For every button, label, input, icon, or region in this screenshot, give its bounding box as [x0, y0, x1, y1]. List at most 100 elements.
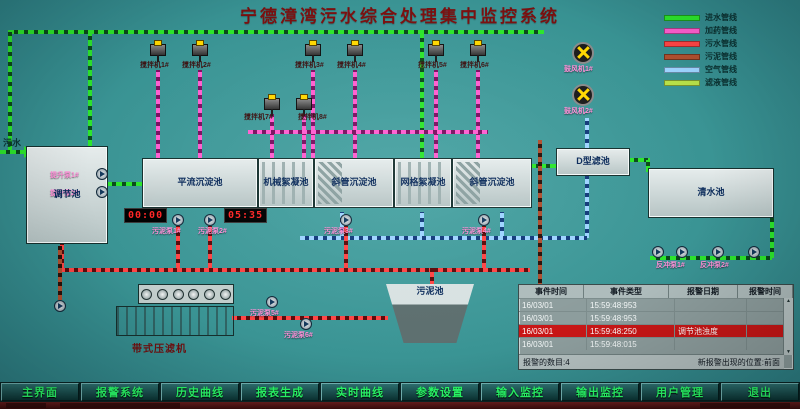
pump-icon[interactable] — [676, 246, 688, 258]
legend-swatch-sewage — [664, 40, 700, 47]
tank-horizontal-sedimentation: 平流沉淀池 — [142, 158, 258, 208]
button-alarm-system[interactable]: 报警系统 — [81, 383, 159, 401]
tank-grid-flocculation: 网格絮凝池 — [394, 158, 452, 208]
blower-icon[interactable] — [572, 42, 594, 64]
mixer-icon[interactable] — [305, 40, 321, 62]
alarm-cell-time: 15:59:48:953 — [587, 312, 675, 324]
tank-label: 污泥池 — [416, 286, 444, 296]
button-report-generate[interactable]: 报表生成 — [241, 383, 319, 401]
pipe-regtank-feed — [88, 34, 92, 146]
alarm-table-header: 事件时间 事件类型 报警日期 报警时间 — [519, 285, 793, 298]
button-output-monitor[interactable]: 输出监控 — [561, 383, 639, 401]
blower-label: 鼓风机2# — [564, 108, 593, 115]
pump-icon[interactable] — [300, 318, 312, 330]
pipe-dosing-5 — [434, 70, 438, 158]
pipe-dosing-main — [248, 130, 488, 134]
mixer-icon[interactable] — [470, 40, 486, 62]
tank-label: 网格絮凝池 — [400, 177, 446, 188]
pipe-inlet — [0, 150, 26, 154]
legend-item: 加药管线 — [664, 25, 737, 36]
alarm-header-cell: 报警日期 — [669, 285, 738, 298]
alarm-cell-time: 15:59:48:015 — [587, 338, 675, 350]
alarm-row[interactable]: 16/03/01 15:59:48:953 — [519, 311, 793, 324]
alarm-scrollbar[interactable]: ▲▼ — [783, 298, 793, 355]
mixer-icon[interactable] — [428, 40, 444, 62]
pipe-reg-to-sed — [106, 182, 144, 186]
pump-icon[interactable] — [652, 246, 664, 258]
pump-icon[interactable] — [478, 214, 490, 226]
alarm-cell-time: 15:59:48:250 — [587, 325, 675, 337]
legend-label: 空气管线 — [705, 65, 737, 74]
mixer-label: 搅拌机8# — [298, 114, 327, 121]
tank-label: 机械絮凝池 — [263, 177, 309, 188]
pipe-dosing-1 — [156, 70, 160, 158]
button-user-management[interactable]: 用户管理 — [641, 383, 719, 401]
pipe-pond-to-press — [232, 316, 388, 320]
roller-icon — [141, 288, 153, 300]
pump-icon[interactable] — [96, 186, 108, 198]
legend-label: 污泥管线 — [705, 52, 737, 61]
pump-label: 污泥泵3# — [324, 228, 353, 235]
mixer-icon[interactable] — [150, 40, 166, 62]
tank-regulating: 调节池 — [26, 146, 108, 244]
belt-press-body — [116, 306, 234, 336]
page-title: 宁德漳湾污水综合处理集中监控系统 — [240, 7, 560, 26]
blower-icon[interactable] — [572, 84, 594, 106]
alarm-row-active[interactable]: 16/03/01 15:59:48:250 调节池浊度 — [519, 324, 793, 337]
button-history-curve[interactable]: 历史曲线 — [161, 383, 239, 401]
mixer-icon[interactable] — [296, 94, 312, 116]
tank-inclined-sedimentation-2: 斜管沉淀池 — [452, 158, 532, 208]
pipe-dosing-4 — [353, 70, 357, 158]
mixer-icon[interactable] — [192, 40, 208, 62]
os-taskbar — [0, 402, 800, 409]
pipe-dosing-7 — [270, 114, 274, 158]
button-realtime-curve[interactable]: 实时曲线 — [321, 383, 399, 401]
pipe-sludge-reg — [60, 241, 64, 268]
mixer-label: 搅拌机6# — [460, 62, 489, 69]
blower-label: 鼓风机1# — [564, 66, 593, 73]
pipe-air-main — [300, 236, 587, 240]
belt-press-rollers — [138, 284, 234, 304]
mixer-label: 搅拌机4# — [337, 62, 366, 69]
button-exit[interactable]: 退出 — [721, 383, 799, 401]
pipe-air-branch-3 — [500, 212, 504, 236]
alarm-row[interactable]: 16/03/01 15:59:48:953 — [519, 298, 793, 311]
button-input-monitor[interactable]: 输入监控 — [481, 383, 559, 401]
timer-display: 00:00 — [124, 208, 168, 223]
pump-icon[interactable] — [172, 214, 184, 226]
pump-icon[interactable] — [266, 296, 278, 308]
roller-icon — [172, 288, 184, 300]
alarm-cell-date: 16/03/01 — [519, 299, 587, 311]
tank-label: D型滤池 — [576, 156, 610, 167]
alarm-row[interactable]: 16/03/01 15:59:48:015 — [519, 337, 793, 350]
pipe-air-branch-2 — [420, 212, 424, 236]
scroll-down-icon[interactable]: ▼ — [786, 349, 791, 355]
mixer-label: 搅拌机2# — [182, 62, 211, 69]
button-main-screen[interactable]: 主界面 — [1, 383, 79, 401]
alarm-header-cell: 报警时间 — [738, 285, 793, 298]
pump-label: 污泥泵1# — [152, 228, 181, 235]
pump-label: 反冲泵2# — [700, 262, 729, 269]
scroll-up-icon[interactable]: ▲ — [786, 298, 791, 304]
legend-swatch-filtrate — [664, 79, 700, 86]
pump-icon[interactable] — [748, 246, 760, 258]
pipe-sludge-right — [538, 140, 542, 288]
inlet-label: 污水 — [3, 138, 22, 148]
alarm-cell-date: 16/03/01 — [519, 338, 587, 350]
mixer-icon[interactable] — [347, 40, 363, 62]
pump-icon[interactable] — [54, 300, 66, 312]
tank-label: 调节池 — [53, 189, 81, 200]
pump-icon[interactable] — [96, 168, 108, 180]
pump-label: 污泥泵4# — [462, 228, 491, 235]
pipe-sludge-p2 — [208, 226, 212, 268]
pump-icon[interactable] — [340, 214, 352, 226]
legend-label: 污水管线 — [705, 39, 737, 48]
pump-icon[interactable] — [204, 214, 216, 226]
mixer-icon[interactable] — [264, 94, 280, 116]
pump-icon[interactable] — [712, 246, 724, 258]
pipe-filter-drop — [646, 160, 650, 172]
roller-icon — [156, 288, 168, 300]
button-parameter-settings[interactable]: 参数设置 — [401, 383, 479, 401]
pipe-sludge-p1 — [176, 226, 180, 268]
